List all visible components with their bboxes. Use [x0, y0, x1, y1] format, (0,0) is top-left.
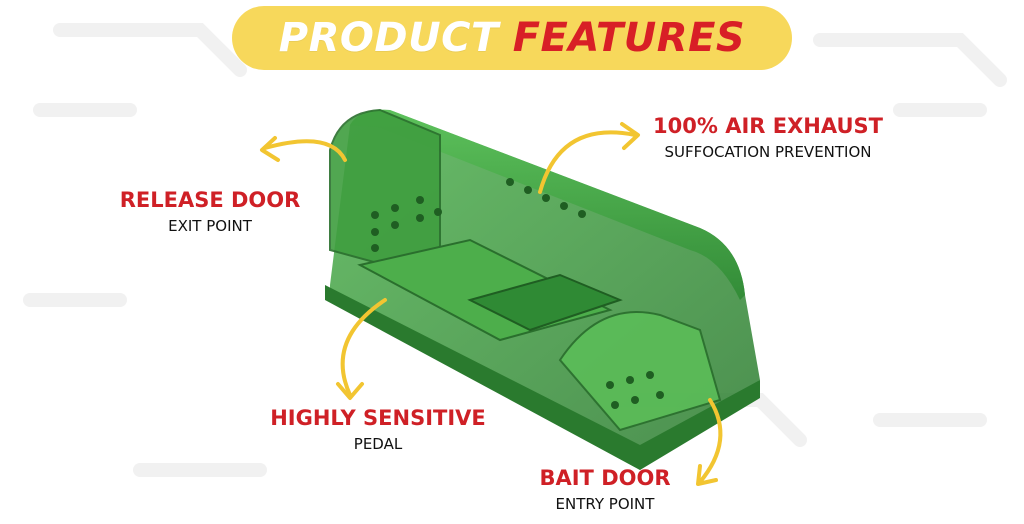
release-door-title: RELEASE DOOR: [119, 188, 301, 212]
pedal-callout: HIGHLY SENSITIVE PEDAL: [258, 406, 498, 453]
pedal-title: HIGHLY SENSITIVE: [270, 406, 486, 430]
product-features-banner: PRODUCT FEATURES: [232, 6, 792, 70]
bait-door-arrow-icon: [696, 398, 723, 486]
air-exhaust-arrow-icon: [538, 122, 640, 194]
bait-door-title: BAIT DOOR: [539, 466, 671, 490]
banner-word-features: FEATURES: [512, 15, 746, 61]
bait-door-subtitle: ENTRY POINT: [555, 495, 655, 514]
release-door-subtitle: EXIT POINT: [168, 217, 252, 236]
pedal-arrow-icon: [336, 298, 387, 400]
air-exhaust-subtitle: SUFFOCATION PREVENTION: [664, 143, 872, 162]
bait-door-callout: BAIT DOOR ENTRY POINT: [510, 466, 700, 513]
release-door-callout: RELEASE DOOR EXIT POINT: [110, 188, 310, 235]
pedal-subtitle: PEDAL: [353, 435, 403, 454]
trap-body: [325, 108, 760, 470]
banner-word-product: PRODUCT: [278, 15, 499, 61]
air-exhaust-callout: 100% AIR EXHAUST SUFFOCATION PREVENTION: [628, 114, 908, 161]
release-door-arrow-icon: [260, 136, 347, 162]
air-exhaust-title: 100% AIR EXHAUST: [653, 114, 883, 138]
